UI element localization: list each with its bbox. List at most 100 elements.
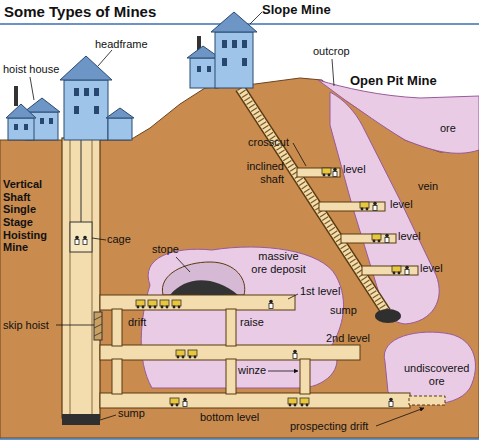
ore-car [288, 398, 297, 406]
stope-ore-pile [170, 280, 238, 295]
bottom-level-tunnel [100, 393, 410, 408]
ore-car [300, 398, 309, 406]
leader-arrow [268, 371, 298, 372]
part-label: raise [240, 316, 264, 329]
leader-line [98, 50, 112, 66]
ore-car [160, 300, 169, 308]
skip-hatch [94, 324, 102, 328]
hoist-cable [81, 138, 82, 222]
part-label: sump [330, 304, 357, 317]
part-label: drift [128, 316, 146, 329]
second-level-tunnel [100, 345, 360, 360]
massive-ore-body [141, 247, 343, 388]
part-label: Slope Mine [262, 3, 331, 18]
window [40, 118, 44, 124]
inclined-shaft [240, 88, 386, 312]
leader-line [250, 12, 262, 24]
slope-level-tunnel [297, 168, 340, 177]
part-label: outcrop [313, 45, 350, 58]
window [14, 124, 18, 130]
leader-line [30, 77, 34, 100]
part-label: crosscut [248, 136, 289, 149]
part-label: inclined shaft [232, 160, 284, 185]
vertical-shaft [62, 138, 100, 418]
drift-passage [112, 309, 122, 346]
miner-figure [385, 234, 389, 243]
leader-line [288, 294, 298, 299]
ore-car [170, 398, 179, 406]
part-label: level [390, 198, 413, 211]
guide-rail [70, 140, 71, 416]
stope-cavity [162, 262, 244, 295]
drift-passage [112, 359, 122, 394]
skip-hoist [94, 312, 102, 340]
prospecting-drift-tunnel [409, 396, 445, 405]
window [222, 58, 227, 66]
ore-car [322, 168, 331, 176]
ore-car [188, 350, 197, 358]
part-label: winze [238, 364, 266, 377]
headframe-roof [60, 56, 112, 80]
window [207, 66, 211, 72]
part-label: sump [118, 407, 145, 420]
leader-line [332, 59, 334, 86]
miner-figure [333, 168, 337, 177]
part-label: level [343, 163, 366, 176]
window [84, 88, 89, 96]
skip-hatch [94, 332, 102, 336]
part-label: bottom level [200, 411, 259, 424]
part-label: 1st level [300, 285, 340, 298]
miner-figure [83, 236, 87, 245]
ore-car [172, 300, 181, 308]
ore-car [360, 202, 369, 210]
diagram-title: Some Types of Mines [4, 3, 156, 20]
part-label: level [398, 230, 421, 243]
miner-figure [75, 236, 79, 245]
window [74, 88, 79, 96]
inclined-shaft-wall [240, 88, 386, 312]
part-label: massive ore deposit [250, 250, 307, 275]
smoke-stack [14, 86, 18, 106]
slope-sump [375, 309, 401, 323]
window [74, 106, 79, 114]
skip-hatch [94, 316, 102, 320]
shed-roof [106, 108, 134, 118]
leader-line [293, 143, 306, 166]
ore-car [372, 234, 381, 242]
slope-level-tunnel [319, 202, 385, 211]
bottom-rule [0, 438, 479, 440]
part-label: level [420, 262, 443, 275]
shaft-ladder [240, 88, 386, 312]
cage [70, 222, 92, 252]
part-label: headframe [95, 38, 148, 51]
part-label: Vertical Shaft Single Stage Hoisting Min… [3, 178, 47, 254]
ore-car [148, 300, 157, 308]
miner-figure [389, 398, 393, 407]
window [94, 88, 99, 96]
miner-figure [183, 398, 187, 407]
part-label: vein [418, 180, 438, 193]
miner-figure [293, 350, 297, 359]
leader-line [92, 238, 106, 240]
leader-line [176, 257, 190, 272]
slope-level-tunnel [341, 234, 396, 243]
part-label: stope [152, 243, 179, 256]
part-label: hoist house [3, 63, 59, 76]
window [232, 40, 237, 48]
slope-house-roof [211, 12, 257, 32]
miner-figure [269, 300, 273, 309]
window [242, 40, 247, 48]
window [222, 40, 227, 48]
miner-figure [405, 266, 409, 275]
window [242, 58, 247, 66]
part-label: skip hoist [3, 319, 49, 332]
part-label: undiscovered ore [404, 362, 469, 387]
leader-line [100, 415, 116, 420]
hoist-house-roof [24, 98, 60, 112]
raise-passage [226, 309, 236, 346]
ore-pile [200, 287, 224, 295]
shaft-sump [62, 414, 100, 425]
window [197, 66, 201, 72]
